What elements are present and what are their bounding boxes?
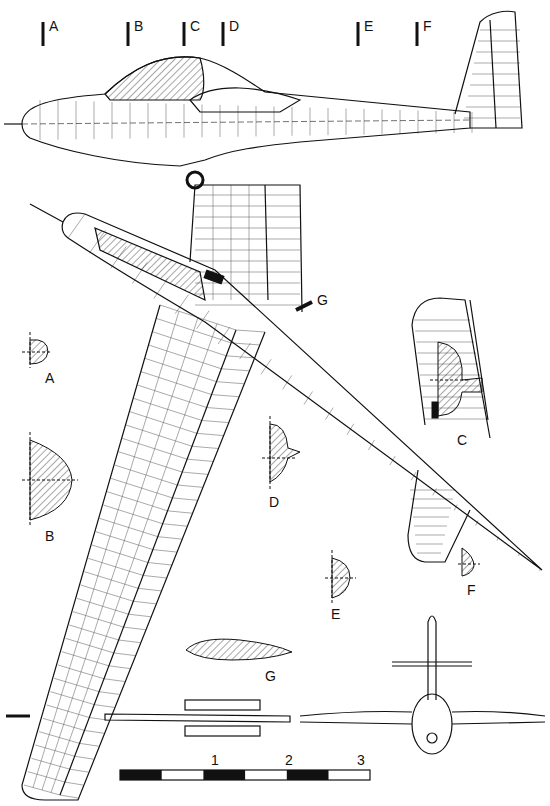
section-marker: G [316, 292, 329, 308]
scale-number: 1 [210, 752, 220, 768]
section-marker: F [422, 18, 433, 34]
section-label: F [466, 582, 477, 598]
section-label: D [268, 494, 280, 510]
section-label: A [44, 370, 55, 386]
scale-number: 3 [356, 752, 366, 768]
scale-number: 2 [284, 752, 294, 768]
section-label: E [330, 606, 341, 622]
section-label: B [44, 528, 55, 544]
section-marker: E [363, 18, 374, 34]
section-marker: C [189, 18, 201, 34]
section-label: G [264, 668, 277, 684]
section-marker: D [228, 18, 240, 34]
section-marker: B [133, 18, 144, 34]
section-marker: A [48, 18, 59, 34]
section-label: C [456, 432, 468, 448]
